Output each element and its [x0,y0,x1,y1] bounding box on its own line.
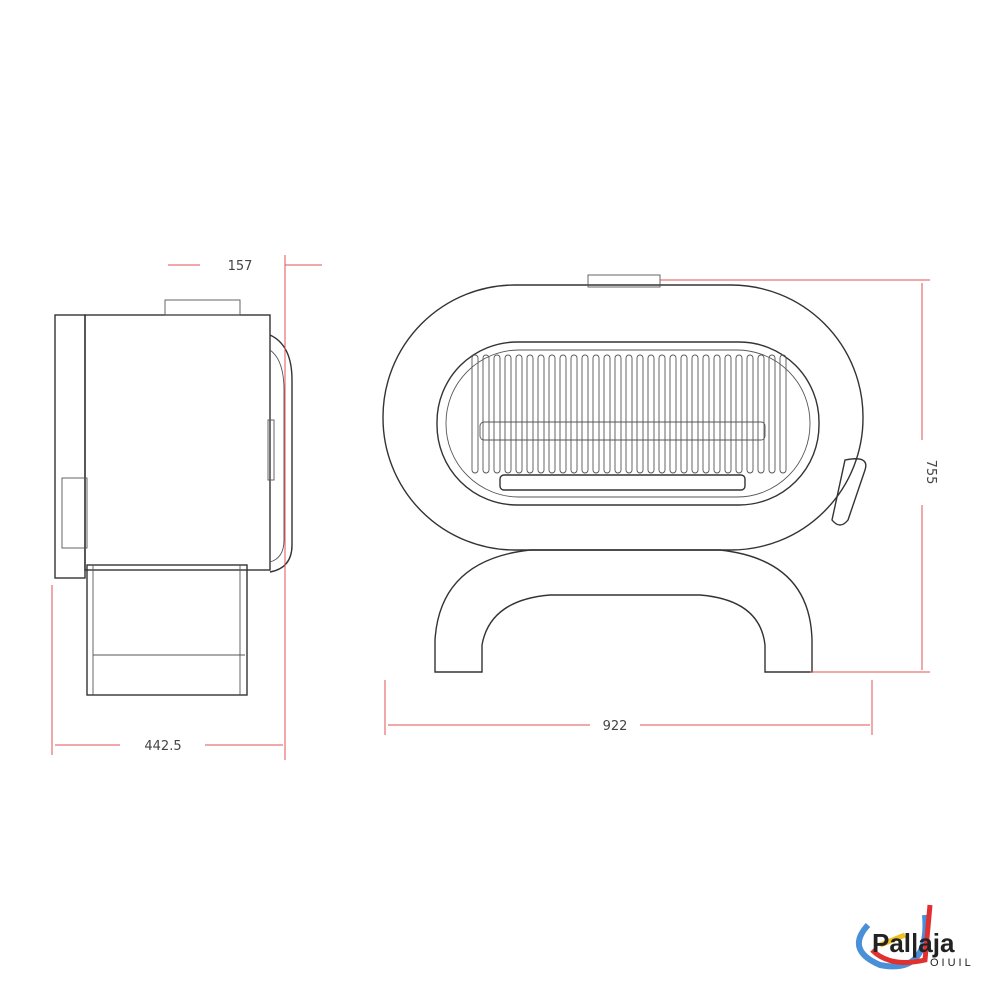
grate-bar [482,354,490,474]
grate-bar [757,354,765,474]
dim-label-442-5: 442.5 [144,739,181,754]
grate-bar [559,354,567,474]
grate-bar [515,354,523,474]
grate-bar [581,354,589,474]
fire-grate [471,354,787,474]
grate-bar [614,354,622,474]
brand-logo: Pal|aja OIUIL [855,904,974,970]
grate-bar [548,354,556,474]
grate-bar [658,354,666,474]
dimension-flue-offset: 157 [168,255,322,760]
dimension-width: 922 [384,680,873,735]
grate-bar [713,354,721,474]
grate-bar [691,354,699,474]
grate-bar [570,354,578,474]
dim-label-755: 755 [923,460,938,485]
grate-bar [471,354,479,474]
grate-bar [702,354,710,474]
grate-bar [735,354,743,474]
grate-bar [724,354,732,474]
grate-bar [526,354,534,474]
grate-bar [779,354,787,474]
grate-bar [504,354,512,474]
dimension-height: 755 [660,279,938,673]
dim-label-157: 157 [228,259,253,274]
grate-bar [592,354,600,474]
logo-sub: OIUIL [930,957,974,969]
dim-label-922: 922 [603,719,628,734]
grate-bar [746,354,754,474]
grate-bar [625,354,633,474]
grate-bar [680,354,688,474]
grate-bar [636,354,644,474]
logo-name: Pal|aja [872,928,955,958]
grate-bar [768,354,776,474]
side-view [54,299,293,696]
grate-bar [493,354,501,474]
grate-bar [603,354,611,474]
dimension-depth: 442.5 [51,585,283,755]
grate-bar [537,354,545,474]
grate-bar [647,354,655,474]
front-view [382,274,867,673]
grate-bar [669,354,677,474]
